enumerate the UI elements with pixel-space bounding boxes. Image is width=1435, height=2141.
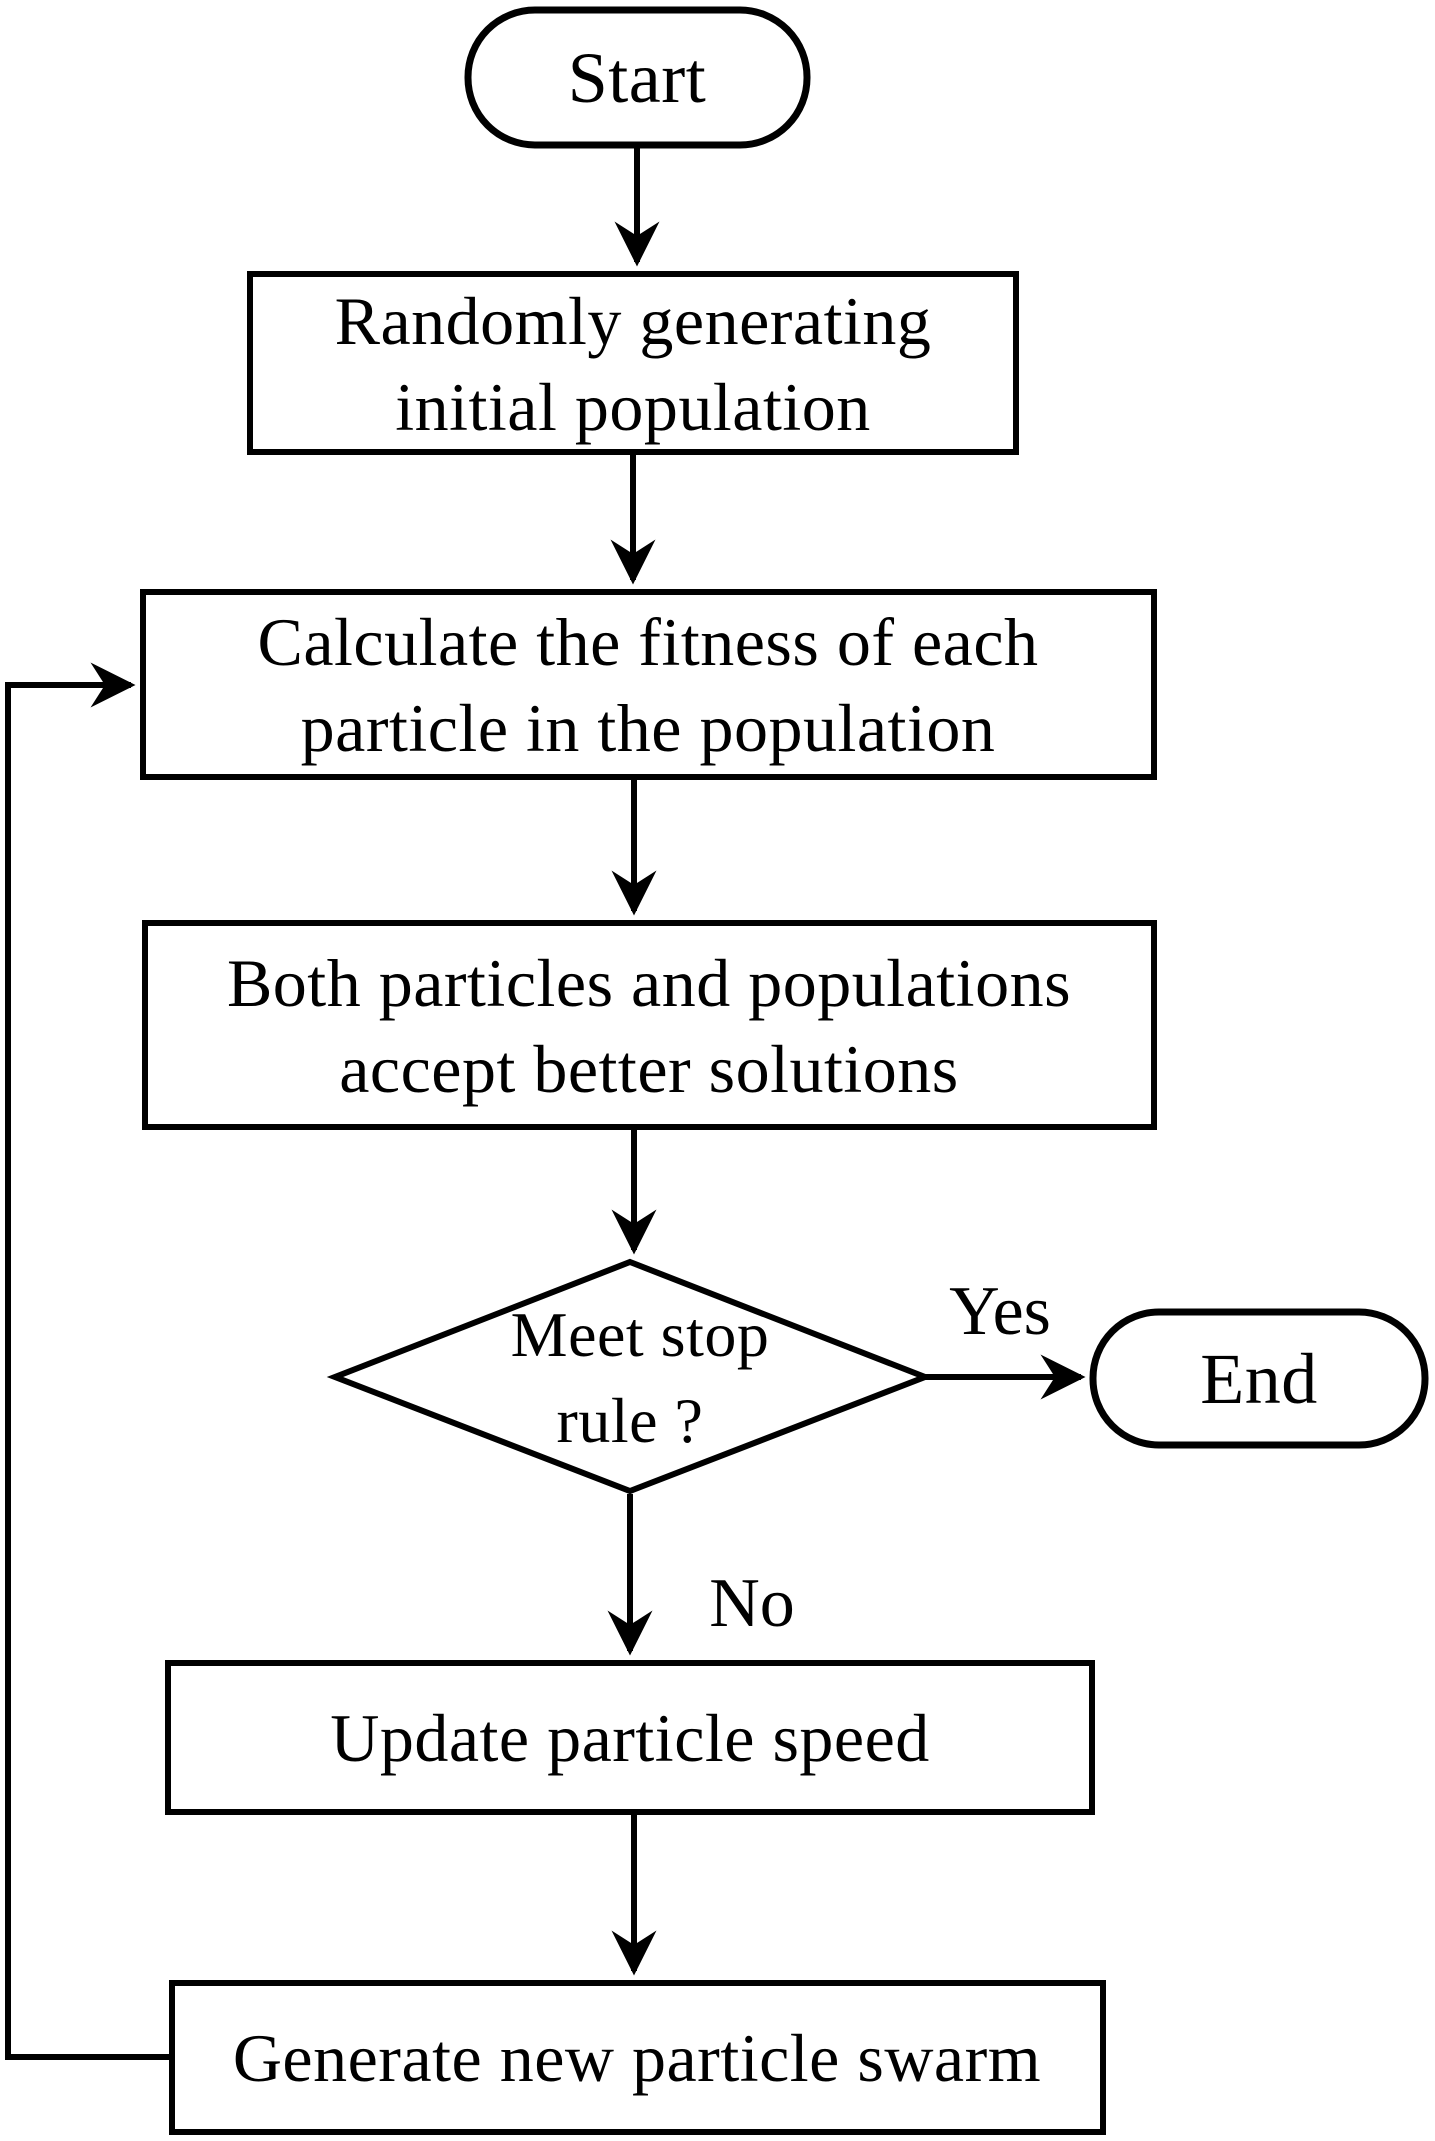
node-start (464, 6, 811, 149)
node-generate-swarm (169, 1980, 1106, 2135)
node-accept-solutions-label-line1: Both particles and populations (227, 945, 1071, 1021)
node-generate-population (247, 271, 1019, 455)
node-generate-population-label-line2: initial population (395, 369, 871, 445)
node-generate-swarm-label: Generate new particle swarm (233, 2020, 1041, 2096)
node-update-speed-label: Update particle speed (330, 1700, 930, 1776)
node-update-speed (165, 1660, 1095, 1815)
node-generate-population-label-line1: Randomly generating (335, 283, 932, 359)
node-start-label: Start (568, 38, 706, 118)
node-stop-rule-label-line1: Meet stop (511, 1299, 770, 1370)
edge-generate-swarm-to-calculate-fitness-feedback-loop (5, 662, 172, 2060)
edge-label-yes: Yes (949, 1273, 1051, 1350)
node-end (1089, 1308, 1429, 1449)
node-calculate-fitness-label-line1: Calculate the fitness of each (257, 604, 1038, 680)
node-end-label: End (1200, 1339, 1317, 1419)
node-stop-rule-decision-diamond (326, 1258, 934, 1495)
node-stop-rule-label-line2: rule ? (557, 1385, 704, 1456)
edge-label-no: No (709, 1565, 795, 1642)
node-accept-solutions (142, 920, 1157, 1130)
node-accept-solutions-label-line2: accept better solutions (339, 1031, 959, 1107)
node-calculate-fitness (140, 589, 1157, 780)
node-calculate-fitness-label-line2: particle in the population (301, 690, 996, 766)
